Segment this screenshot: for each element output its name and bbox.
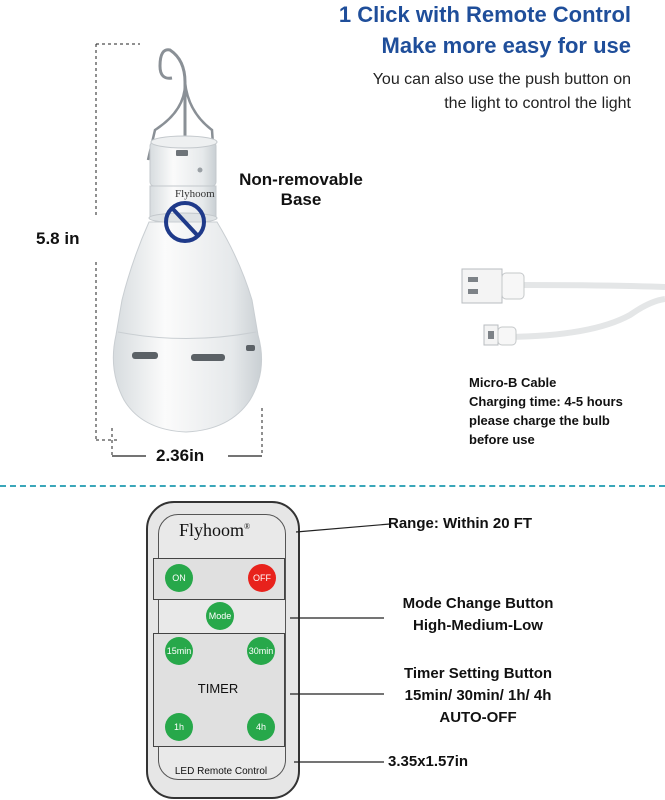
subtext-line-1: You can also use the push button on bbox=[372, 71, 631, 88]
remote-footer: LED Remote Control bbox=[174, 766, 268, 777]
mode-callout-line-1: Mode Change Button bbox=[402, 595, 554, 612]
size-callout: 3.35x1.57in bbox=[388, 753, 469, 770]
mode-callout-line-2: High-Medium-Low bbox=[413, 617, 543, 634]
timer-callout-line-2: 15min/ 30min/ 1h/ 4h bbox=[404, 687, 552, 704]
timer-4h-button[interactable]: 4h bbox=[247, 713, 275, 741]
timer-callout-line-3: AUTO-OFF bbox=[439, 709, 517, 726]
cable-label: Micro-B Cable bbox=[469, 375, 557, 390]
bulb-illustration bbox=[95, 43, 263, 457]
subtext-line-2: the light to control the light bbox=[444, 95, 631, 112]
timer-label: TIMER bbox=[197, 681, 239, 696]
mode-button[interactable]: Mode bbox=[206, 602, 234, 630]
base-note-line-2: Base bbox=[280, 190, 322, 209]
charge-note-line-2: before use bbox=[469, 432, 535, 447]
hanging-hook bbox=[158, 48, 187, 150]
base-note-line-1: Non-removable bbox=[239, 170, 363, 189]
charging-time: Charging time: 4-5 hours bbox=[469, 394, 623, 409]
headline-line-1: 1 Click with Remote Control bbox=[338, 2, 631, 27]
width-label: 2.36in bbox=[156, 446, 205, 465]
remote-brand: Flyhoom® bbox=[179, 520, 251, 540]
usb-cable-illustration bbox=[461, 268, 665, 346]
charge-note-line-1: please charge the bulb bbox=[469, 413, 610, 428]
range-callout: Range: Within 20 FT bbox=[388, 515, 533, 532]
timer-callout-line-1: Timer Setting Button bbox=[403, 665, 553, 682]
bulb-body bbox=[112, 221, 263, 433]
height-label: 5.8 in bbox=[36, 229, 80, 248]
no-symbol-icon bbox=[164, 201, 206, 243]
off-button[interactable]: OFF bbox=[248, 564, 276, 592]
headline-line-2: Make more easy for use bbox=[381, 33, 631, 58]
timer-30min-button[interactable]: 30min bbox=[247, 637, 275, 665]
callout-lines bbox=[290, 523, 391, 763]
bulb-brand: Flyhoom bbox=[175, 188, 215, 200]
on-button[interactable]: ON bbox=[165, 564, 193, 592]
section-divider bbox=[0, 485, 665, 487]
timer-15min-button[interactable]: 15min bbox=[165, 637, 193, 665]
timer-1h-button[interactable]: 1h bbox=[165, 713, 193, 741]
